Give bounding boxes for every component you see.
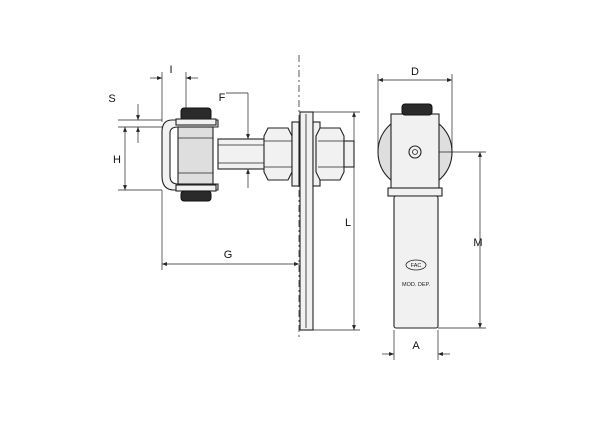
dimension-G: G bbox=[161, 190, 299, 270]
top-washer bbox=[175, 118, 217, 126]
dim-label-M: M bbox=[473, 237, 482, 249]
dim-label-H: H bbox=[113, 154, 121, 166]
dim-label-I: I bbox=[169, 64, 172, 76]
dim-label-A: A bbox=[412, 340, 420, 352]
dim-label-G: G bbox=[224, 249, 233, 261]
outer-nut bbox=[315, 127, 345, 181]
front-view: FAC MOD. DEP. bbox=[377, 103, 453, 329]
logo-text: FAC bbox=[411, 263, 422, 269]
dimension-I: I bbox=[150, 64, 198, 122]
hinge-strap bbox=[393, 195, 439, 329]
stud-nut bbox=[263, 127, 293, 181]
stud-end bbox=[343, 140, 355, 168]
dim-label-L: L bbox=[345, 217, 351, 229]
dimension-H: H bbox=[113, 127, 162, 191]
dim-label-F: F bbox=[219, 92, 226, 104]
dim-label-S: S bbox=[108, 93, 115, 105]
inner-washer bbox=[291, 121, 300, 187]
front-top-cap bbox=[401, 103, 433, 116]
pin-hole bbox=[408, 145, 422, 159]
bottom-washer bbox=[175, 184, 217, 192]
model-stamp: MOD. DEP. bbox=[402, 282, 430, 288]
dimension-D: D bbox=[377, 66, 453, 152]
dimension-L: L bbox=[313, 111, 360, 331]
clevis-inner bbox=[177, 126, 214, 185]
side-view bbox=[161, 55, 355, 340]
dimension-F: F bbox=[218, 92, 258, 188]
dimension-M: M bbox=[438, 151, 486, 329]
dimension-A: A bbox=[382, 330, 450, 360]
dim-label-D: D bbox=[411, 66, 419, 78]
top-bolt-head bbox=[180, 107, 212, 121]
wall-plate bbox=[299, 111, 314, 331]
bottom-nut bbox=[180, 190, 212, 202]
logo-oval bbox=[405, 259, 427, 271]
front-bottom-washer bbox=[387, 187, 443, 197]
dimension-S: S bbox=[108, 93, 162, 143]
